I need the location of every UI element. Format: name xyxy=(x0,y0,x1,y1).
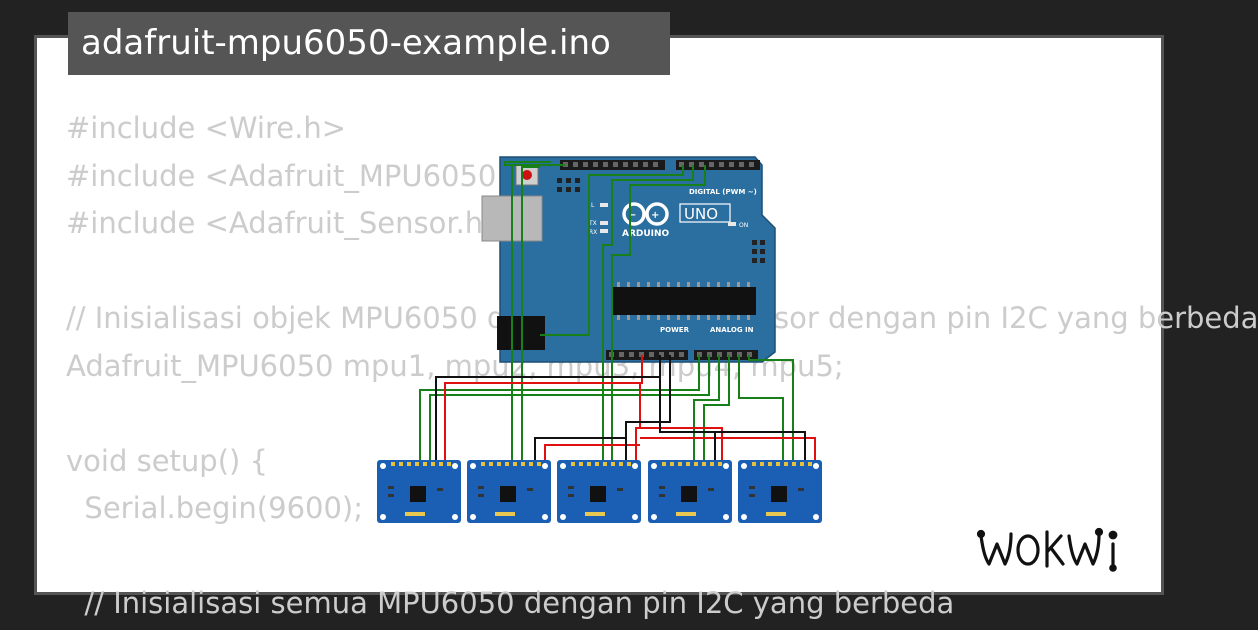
tx-led-label: TX xyxy=(588,220,597,227)
code-line: void setup() { xyxy=(66,443,268,478)
code-line: #include <Wire.h> xyxy=(66,111,347,145)
code-line: #include <Adafruit_MPU6050.h> xyxy=(66,158,549,193)
wokwi-logo[interactable] xyxy=(975,522,1155,578)
mpu6050-module-2[interactable] xyxy=(467,460,551,523)
mpu6050-module-4[interactable] xyxy=(648,460,732,523)
l-led-label: L xyxy=(591,202,595,209)
mpu6050-module-1[interactable] xyxy=(377,460,461,523)
code-line: // Inisialisasi semua MPU6050 dengan pin… xyxy=(66,586,955,620)
svg-text:−: − xyxy=(628,210,636,221)
digital-header-left xyxy=(560,160,665,170)
arduino-infinity-logo-icon xyxy=(622,202,669,226)
code-line: Serial.begin(9600); xyxy=(66,491,364,525)
atmega-chip xyxy=(612,287,756,315)
icsp-header-right xyxy=(752,240,765,263)
power-header xyxy=(606,350,688,360)
mpu6050-module-3[interactable] xyxy=(557,460,641,523)
power-header-label: POWER xyxy=(660,326,690,334)
analog-header-label: ANALOG IN xyxy=(710,326,754,334)
on-led-label: ON xyxy=(739,222,748,229)
digital-header-label: DIGITAL (PWM ~) xyxy=(689,188,757,196)
mpu6050-module-5[interactable] xyxy=(738,460,822,523)
digital-header-right xyxy=(676,160,760,170)
sketch-filename-tab: adafruit-mpu6050-example.ino xyxy=(68,12,670,75)
svg-text:+: + xyxy=(651,210,659,221)
arduino-brand-text: ARDUINO xyxy=(622,229,670,239)
arduino-uno-board: DIGITAL (PWM ~) L TX RX − + ARDUINO UNO … xyxy=(481,156,776,363)
reset-button-cap[interactable] xyxy=(522,170,532,180)
code-line: #include <Adafruit_Sensor.h> xyxy=(66,206,508,240)
analog-header xyxy=(694,350,758,360)
uno-model-text: UNO xyxy=(684,205,718,223)
wires xyxy=(419,161,816,465)
circuit-diagram: DIGITAL (PWM ~) L TX RX − + ARDUINO UNO … xyxy=(377,156,822,523)
icsp-header-top xyxy=(557,178,580,192)
rx-led-label: RX xyxy=(589,229,597,236)
